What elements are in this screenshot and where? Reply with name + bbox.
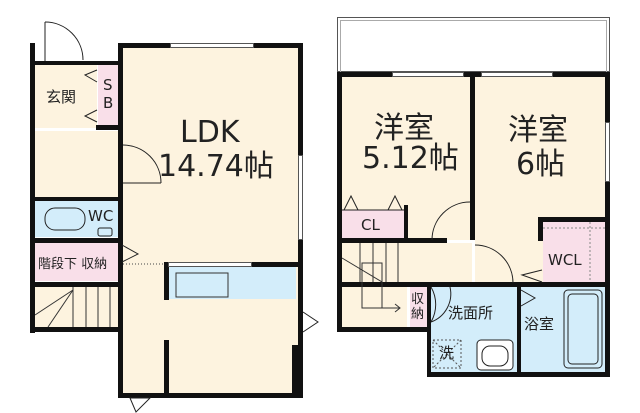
walk-in-closet	[543, 222, 605, 282]
storage-label-2: 納	[411, 307, 425, 322]
ldk-floor	[123, 48, 300, 393]
room2-size: 6帖	[516, 147, 566, 182]
wc-floor	[35, 200, 120, 237]
ldk-size: 14.74帖	[158, 149, 274, 184]
balcony	[337, 17, 610, 72]
shoe-box-label-s: S	[103, 76, 113, 94]
washer-label: 洗	[439, 344, 455, 362]
room2-label: 洋室	[508, 113, 568, 148]
kitchen-counter	[168, 267, 296, 299]
room1-label: 洋室	[374, 111, 434, 146]
small-storage	[410, 287, 427, 327]
walk-in-closet-label: WCL	[548, 251, 582, 269]
ldk-label: LDK	[180, 115, 240, 150]
bathroom-label: 浴室	[524, 315, 555, 333]
stairs-2f-floor	[342, 287, 407, 327]
wc-label: WC	[88, 207, 114, 225]
entrance-label: 玄関	[46, 88, 77, 106]
under-stairs-storage-label: 階段下 収納	[38, 257, 108, 272]
stairs-1f-floor	[35, 287, 120, 327]
washroom-label: 洗面所	[448, 304, 494, 322]
closet-label: CL	[361, 216, 380, 234]
shoe-box	[98, 64, 118, 127]
closet	[342, 210, 404, 238]
under-stairs-storage	[35, 243, 120, 281]
hall-floor	[35, 131, 120, 197]
shoe-box-label-b: B	[103, 94, 114, 112]
room1-size: 5.12帖	[362, 141, 459, 176]
storage-label-1: 収	[411, 292, 425, 307]
